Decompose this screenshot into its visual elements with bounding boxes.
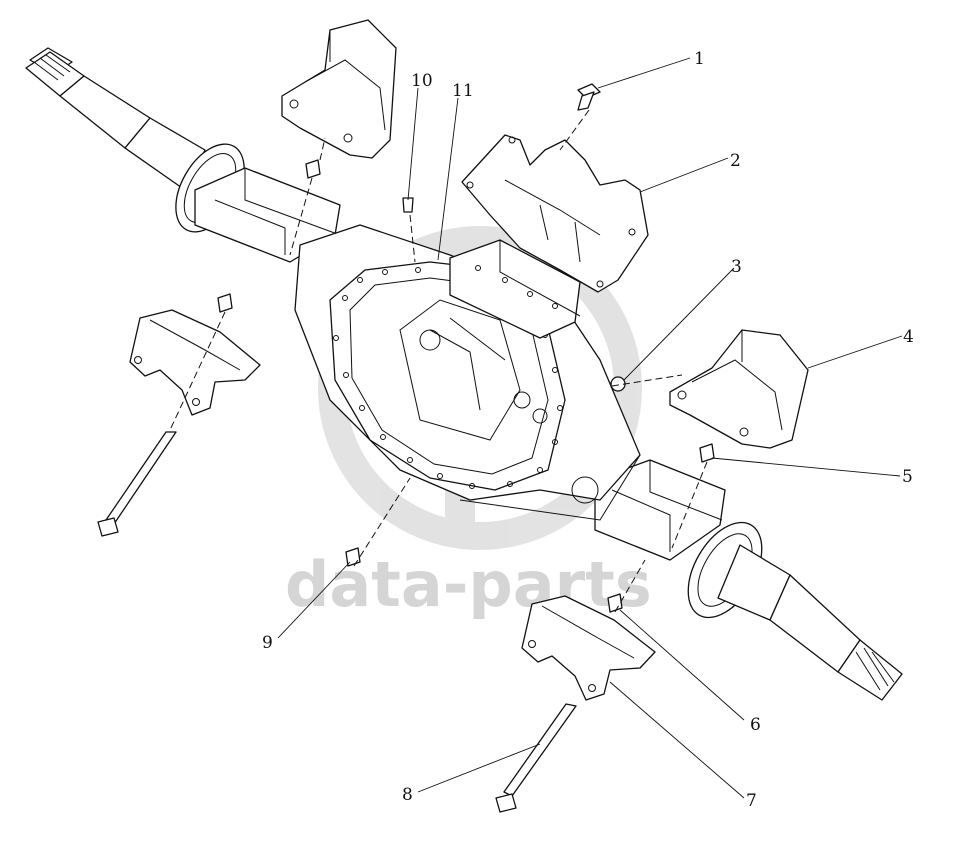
spring-plate-part-7 <box>521 595 656 701</box>
callout-9: 9 <box>262 633 273 653</box>
watermark-text: data-parts <box>285 548 652 621</box>
long-bolt-part-8 <box>495 703 577 813</box>
callout-6: 6 <box>750 715 761 735</box>
spring-saddle-part-4 <box>669 329 809 449</box>
callout-4: 4 <box>903 327 914 347</box>
dowel-part-6 <box>607 593 623 613</box>
callout-labels: 1 2 3 4 5 6 7 8 9 10 11 <box>262 49 914 811</box>
dowel-left-upper <box>305 159 321 179</box>
callout-3: 3 <box>731 257 742 277</box>
dowel-left-lower <box>217 293 233 313</box>
dowel-part-9 <box>345 547 361 567</box>
lower-left-spring-plate <box>129 309 261 416</box>
right-spindle <box>687 521 903 701</box>
long-bolt-left <box>97 431 177 537</box>
upper-left-spring-saddle <box>281 19 397 159</box>
bracket-part-2 <box>461 134 649 293</box>
callout-2: 2 <box>730 151 741 171</box>
callout-11: 11 <box>452 81 474 101</box>
callout-1: 1 <box>694 49 705 69</box>
callout-8: 8 <box>402 785 413 805</box>
callout-5: 5 <box>902 467 913 487</box>
right-spring-seat-housing <box>594 459 726 561</box>
callout-10: 10 <box>411 71 433 91</box>
callout-7: 7 <box>746 791 757 811</box>
housing-top-mount-block <box>449 239 581 339</box>
bolt-part-1 <box>577 83 601 111</box>
dowel-part-5 <box>699 443 715 463</box>
callout-leaders <box>277 57 903 799</box>
assembly-center-lines <box>169 109 708 613</box>
bolt-part-10 <box>402 197 414 213</box>
